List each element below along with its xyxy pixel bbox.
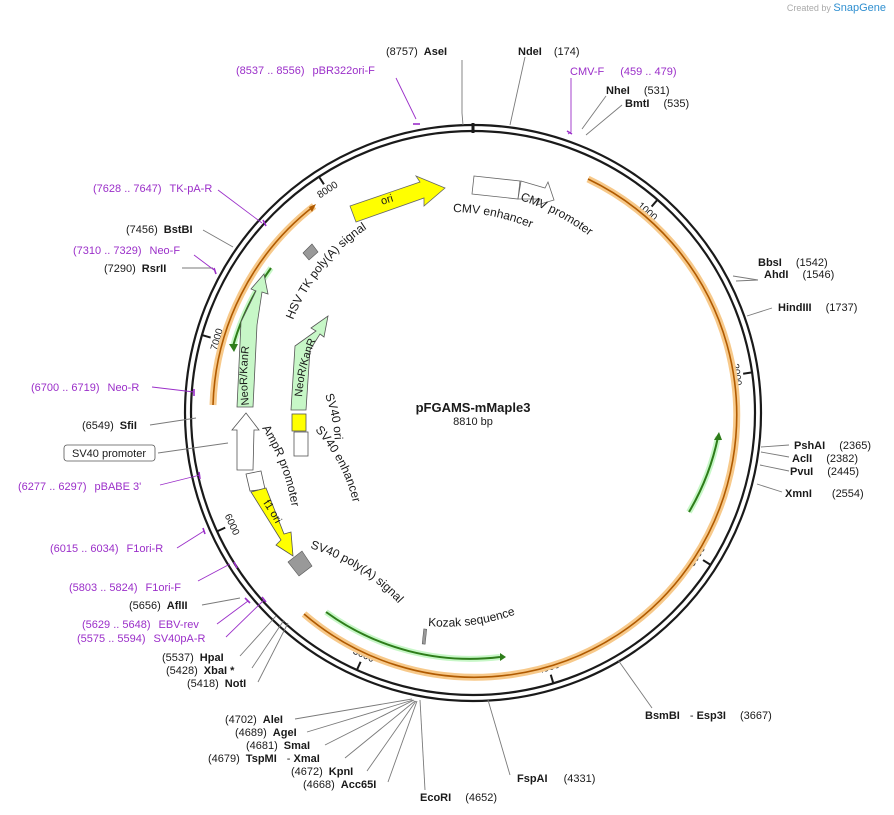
- enzyme-nheI: NheI(531): [606, 85, 670, 97]
- green-orfs: [229, 266, 722, 662]
- enzyme-ecoRI: EcoRI(4652): [420, 792, 497, 804]
- hsv-tk-polya-label: HSV TK poly(A) signal: [283, 219, 369, 321]
- neo-inner-feature: [290, 315, 329, 411]
- enzyme-xmnI: XmnI(2554): [785, 488, 864, 500]
- enzyme-aleI: (4702)AleI: [225, 714, 283, 726]
- ampr-promoter-feature: [245, 470, 266, 492]
- orf-arcs: [209, 175, 741, 681]
- scale-tick: [650, 199, 659, 208]
- sv40-promoter-box: [63, 444, 156, 462]
- scale-tick: [702, 559, 712, 566]
- enzyme-acc65I: (4668)Acc65I: [303, 779, 376, 791]
- snapgene-watermark: Created by SnapGene: [787, 2, 886, 14]
- scale-tick: [355, 661, 362, 671]
- enzyme-labels: (8757)AseI NdeI(174) NheI(531) BmtI(535)…: [82, 46, 871, 804]
- enzyme-kpnI: (4672)KpnI: [291, 766, 353, 778]
- scale-tick: [201, 334, 211, 339]
- enzyme-bbsI: BbsI(1542): [758, 257, 828, 269]
- orf-green-bottom-arrowhead: [500, 653, 506, 661]
- primer-marks: [193, 123, 573, 604]
- enzyme-hpaI: (5537)HpaI: [162, 652, 224, 664]
- orf-green-left-arrowhead: [229, 344, 238, 352]
- orf-green-bottom: [325, 611, 501, 660]
- scale-tick: [549, 674, 555, 684]
- scale-tick-label: 6000: [222, 512, 242, 537]
- neo-outer-label: NeoR/KanR: [238, 345, 252, 406]
- cmv-promoter-feature: [517, 180, 555, 206]
- primer-pbr322ori-f: (8537 .. 8556)pBR322ori-F: [236, 65, 375, 77]
- enzyme-pvuI: PvuI(2445): [790, 466, 859, 478]
- features: ori CMV enhancer CMV promoter HSV TK pol…: [231, 175, 596, 645]
- plasmid-size: 8810 bp: [453, 416, 493, 428]
- enzyme-smaI: (4681)SmaI: [246, 740, 310, 752]
- sv40-polya-feature: [287, 550, 313, 577]
- cmv-enhancer-feature: [471, 175, 521, 200]
- primer-sv40pa-r: (5575 .. 5594)SV40pA-R: [77, 633, 206, 645]
- orf-green-right-bg: [686, 436, 721, 514]
- scale-tick: [318, 176, 325, 185]
- ori-label: ori: [379, 193, 394, 208]
- enzyme-aflII: (5656)AflII: [129, 600, 188, 612]
- enzyme-hindIII: HindIII(1737): [778, 302, 857, 314]
- sv40-promoter-label: SV40 promoter: [72, 448, 146, 460]
- orf-arc-left-line: [212, 205, 315, 406]
- enzyme-xbaI: (5428)XbaI *: [166, 665, 235, 677]
- cmv-promoter-label: CMV promoter: [519, 190, 596, 239]
- enzyme-ndeI: NdeI(174): [518, 46, 580, 58]
- orf-arc-main-line: [303, 178, 738, 679]
- enzyme-bstBI: (7456)BstBI: [126, 224, 193, 236]
- enzyme-ageI: (4689)AgeI: [235, 727, 297, 739]
- enzyme-ahdI: AhdI(1546): [764, 269, 834, 281]
- enzyme-notI: (5418)NotI: [187, 678, 246, 690]
- primer-tk-pa-r: (7628 .. 7647)TK-pA-R: [93, 183, 212, 195]
- enzyme-fspAI: FspAI(4331): [517, 773, 595, 785]
- enzyme-tspMI-xmaI: (4679)TspMI- XmaI: [208, 753, 320, 765]
- plasmid-name: pFGAMS-mMaple3: [416, 400, 531, 415]
- cmv-enhancer-label: CMV enhancer: [453, 201, 535, 231]
- enzyme-bmtI: BmtI(535): [625, 98, 689, 110]
- primer-labels: (8537 .. 8556)pBR322ori-F CMV-F(459 .. 4…: [18, 65, 677, 645]
- enzyme-rsrII: (7290)RsrII: [104, 263, 166, 275]
- orf-green-right: [688, 436, 719, 513]
- primer-ebv-rev: (5629 .. 5648)EBV-rev: [82, 619, 199, 631]
- enzyme-aclI: AclI(2382): [792, 453, 858, 465]
- watermark-brand: SnapGene: [833, 2, 886, 14]
- ampr-feature: [231, 412, 260, 471]
- sv40-enhancer-feature: [293, 431, 309, 457]
- ori-feature: [349, 175, 446, 223]
- enzyme-aseI: (8757)AseI: [386, 46, 447, 58]
- primer-f1ori-r: (6015 .. 6034)F1ori-R: [50, 543, 163, 555]
- hsv-tk-polya-feature: [302, 243, 319, 261]
- watermark-created-by: Created by: [786, 3, 831, 13]
- enzyme-pshAI: PshAI(2365): [794, 440, 871, 452]
- neo-outer-feature: [236, 273, 269, 408]
- orf-arc-main: [301, 175, 741, 681]
- enzyme-leader-lines: [149, 56, 790, 791]
- kozak-label: Kozak sequence: [428, 604, 517, 630]
- orf-green-right-arrowhead: [714, 432, 722, 440]
- kozak-feature: [421, 628, 427, 645]
- f1-ori-feature: [250, 487, 294, 557]
- sv40-polya-label: SV40 poly(A) signal: [309, 538, 406, 606]
- primer-leader-lines: [151, 77, 572, 638]
- primer-neo-f: (7310 .. 7329)Neo-F: [73, 245, 180, 257]
- scale-tick: [743, 371, 753, 375]
- primer-neo-r: (6700 .. 6719)Neo-R: [31, 382, 139, 394]
- sv40-ori-feature: [291, 413, 307, 432]
- primer-pbabe-3: (6277 .. 6297)pBABE 3': [18, 481, 141, 493]
- enzyme-sfiI: (6549)SfiI: [82, 420, 137, 432]
- primer-f1ori-f: (5803 .. 5824)F1ori-F: [69, 582, 181, 594]
- orf-arc-left-arrowhead: [309, 204, 316, 212]
- primer-cmv-f: CMV-F(459 .. 479): [570, 66, 677, 78]
- scale-tick-label: 8000: [315, 179, 340, 201]
- scale-tick: [216, 526, 226, 533]
- enzyme-bsmbI-esp3I: BsmBI- Esp3I(3667): [645, 710, 772, 722]
